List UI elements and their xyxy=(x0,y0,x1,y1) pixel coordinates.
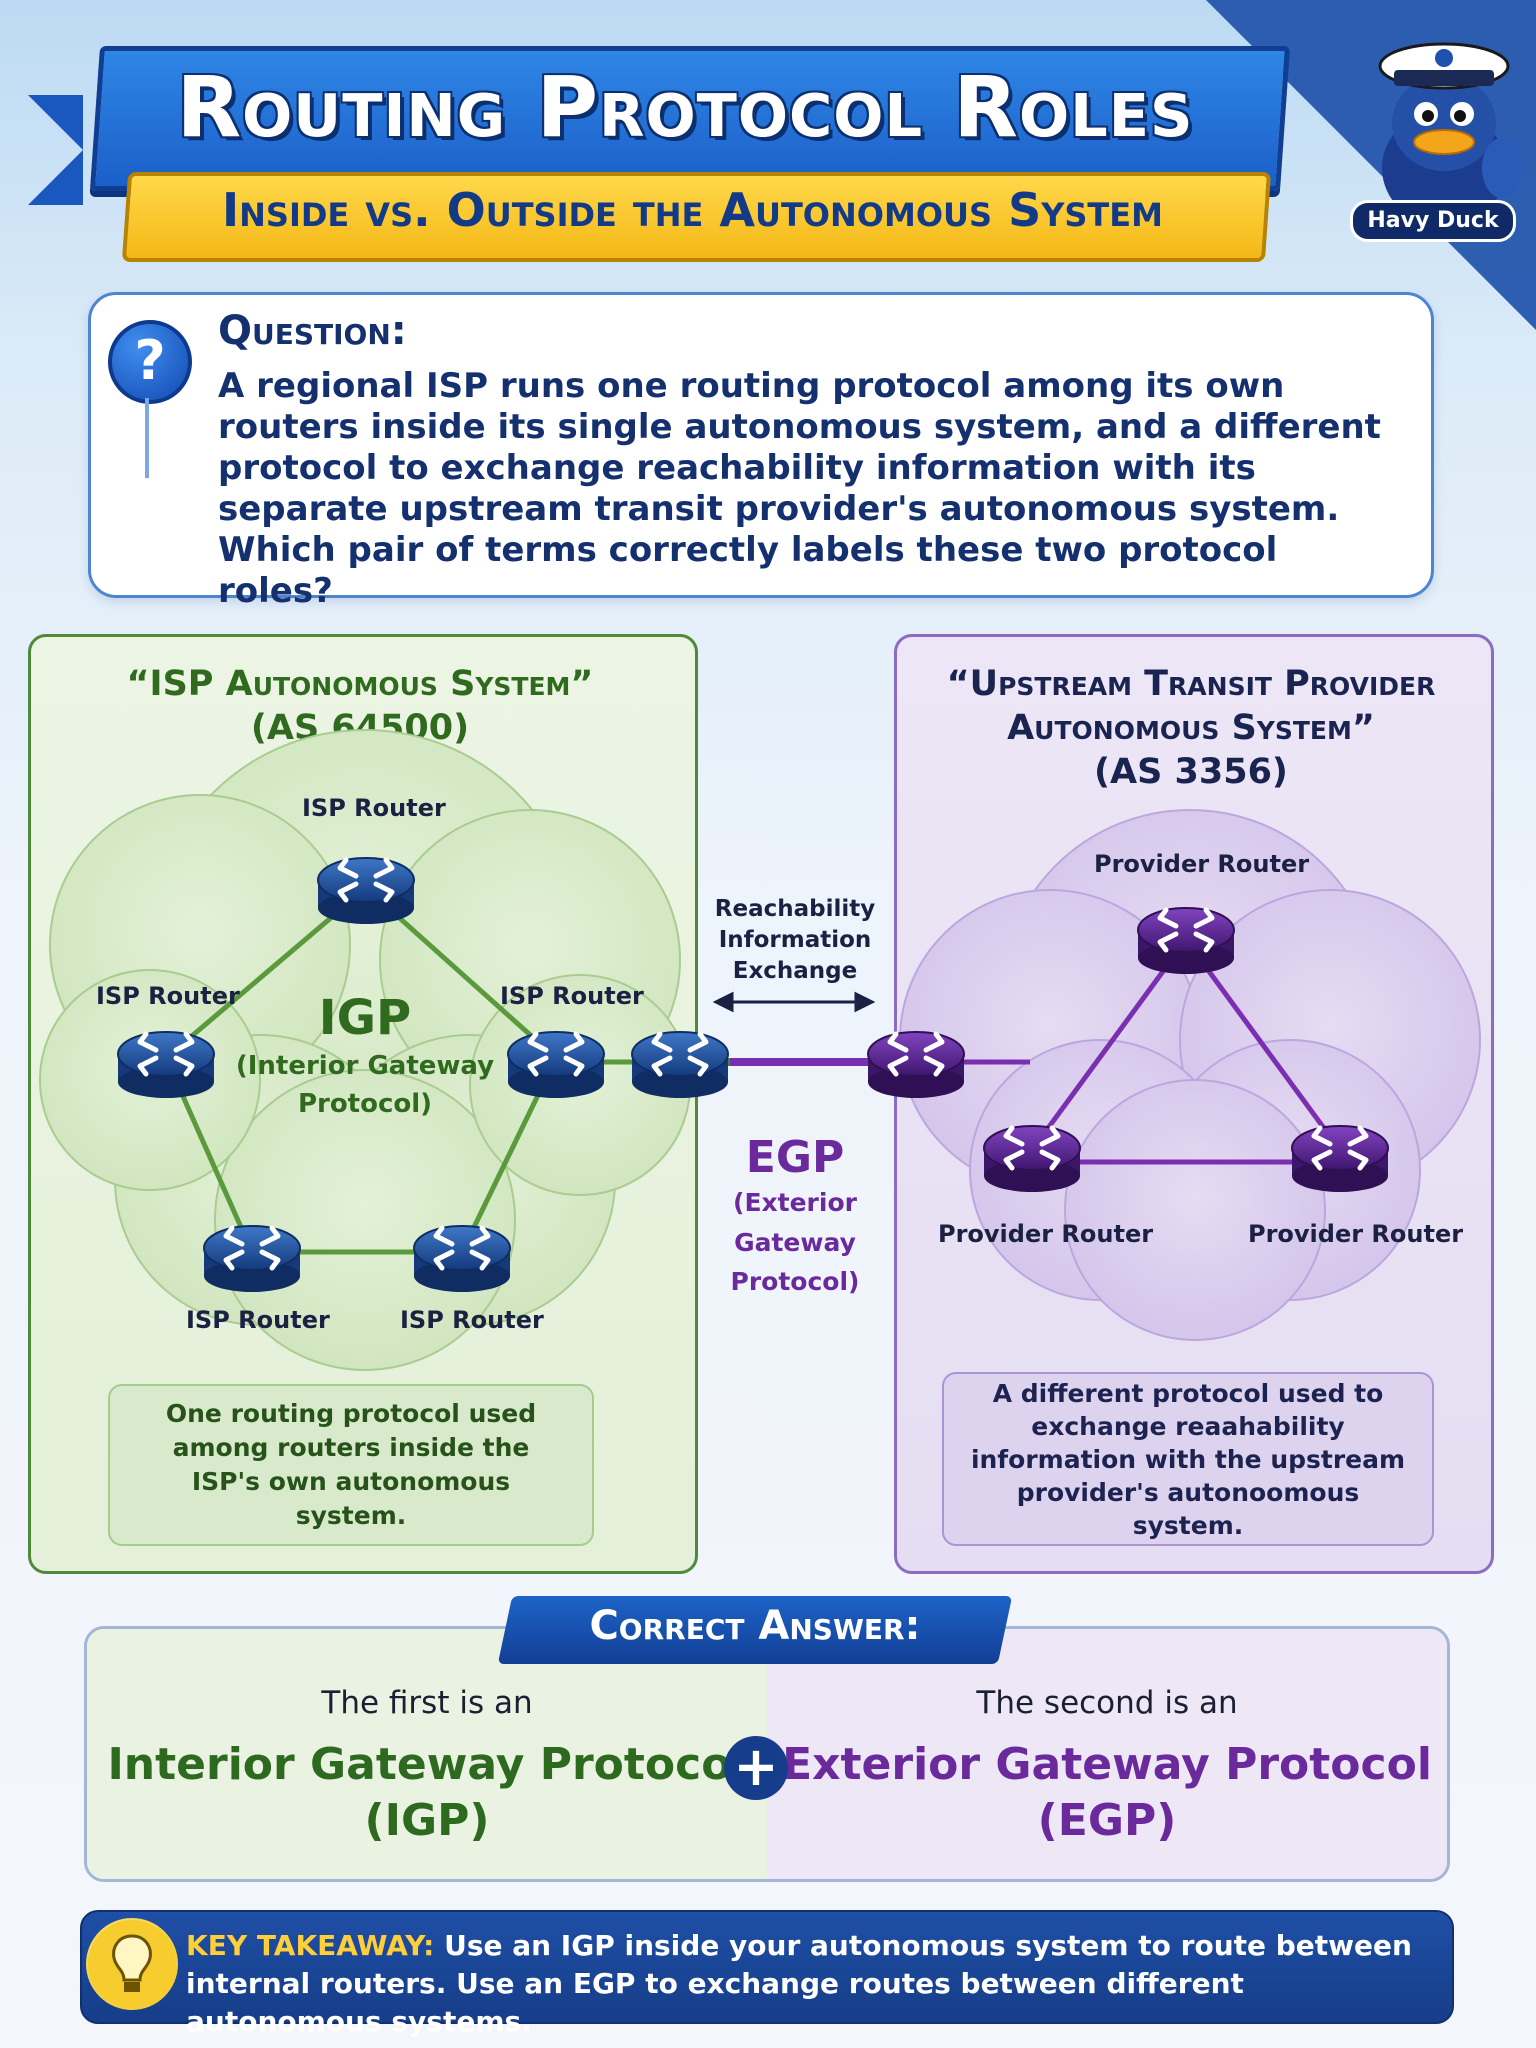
provider-note: A different protocol used to exchange re… xyxy=(942,1372,1434,1546)
reachability-line-3: Exchange xyxy=(732,958,858,984)
page-subtitle: Inside vs. Outside the Autonomous System xyxy=(222,183,1163,237)
duck-mascot-icon xyxy=(1378,42,1522,226)
lightbulb-icon xyxy=(86,1918,178,2010)
isp-note-text: One routing protocol used among routers … xyxy=(165,1399,537,1530)
takeaway-bar xyxy=(80,1910,1454,2024)
isp-router-right xyxy=(508,1032,604,1098)
takeaway-key: KEY TAKEAWAY: xyxy=(186,1929,435,1962)
provider-border-router xyxy=(868,1032,964,1098)
egp-label: EGP (Exterior Gateway Protocol) xyxy=(670,1132,920,1301)
isp-border-router xyxy=(632,1032,728,1098)
provider-router-top xyxy=(1138,908,1234,974)
igp-label: IGP (Interior Gateway Protocol) xyxy=(230,990,500,1122)
answer-left-term-1: Interior Gateway Protocol xyxy=(107,1739,747,1790)
isp-router-top-label: ISP Router xyxy=(302,794,446,822)
provider-panel-title: “Upstream Transit Provider Autonomous Sy… xyxy=(894,662,1488,794)
question-icon-stem xyxy=(145,398,149,478)
igp-full-1: (Interior Gateway xyxy=(235,1051,495,1081)
answer-right-half xyxy=(767,1629,1447,1879)
takeaway-text: KEY TAKEAWAY: Use an IGP inside your aut… xyxy=(186,1927,1426,2041)
answer-left: The first is an Interior Gateway Protoco… xyxy=(87,1685,767,1849)
provider-cloud xyxy=(899,809,1481,1341)
plus-icon: + xyxy=(724,1736,788,1800)
egp-full-2: Protocol) xyxy=(730,1267,860,1296)
provider-as-title-2: Autonomous System” xyxy=(1007,708,1375,748)
answer-card: The first is an Interior Gateway Protoco… xyxy=(84,1626,1450,1882)
answer-right-intro: The second is an xyxy=(976,1685,1238,1721)
isp-router-top xyxy=(318,858,414,924)
igp-full-2: Protocol) xyxy=(297,1089,433,1119)
provider-router-left-label: Provider Router xyxy=(938,1220,1154,1248)
provider-links xyxy=(916,938,1343,1165)
answer-right-term-2: (EGP) xyxy=(1037,1795,1177,1846)
reachability-line-2: Information xyxy=(718,927,872,953)
provider-router-right xyxy=(1292,1126,1388,1192)
reachability-label: Reachability Information Exchange xyxy=(700,894,890,987)
takeaway-body: Use an IGP inside your autonomous system… xyxy=(186,1929,1412,2038)
answer-left-term-2: (IGP) xyxy=(364,1795,490,1846)
isp-router-bottom-left xyxy=(204,1226,300,1292)
egp-abbr: EGP xyxy=(745,1132,845,1183)
question-mark-icon: ? xyxy=(108,320,192,404)
isp-router-bottom-right-label: ISP Router xyxy=(400,1306,544,1334)
egp-full-1: (Exterior Gateway xyxy=(733,1188,857,1257)
provider-note-text: A different protocol used to exchange re… xyxy=(970,1378,1406,1540)
double-arrow-icon xyxy=(712,991,876,1013)
answer-left-half xyxy=(87,1629,767,1879)
answer-right: The second is an Exterior Gateway Protoc… xyxy=(767,1685,1447,1849)
reachability-line-1: Reachability xyxy=(714,896,876,922)
answer-left-intro: The first is an xyxy=(321,1685,533,1721)
answer-right-term-1: Exterior Gateway Protocol xyxy=(782,1739,1432,1790)
provider-router-right-label: Provider Router xyxy=(1248,1220,1464,1248)
question-text: A regional ISP runs one routing protocol… xyxy=(218,366,1381,611)
question-card xyxy=(88,292,1434,598)
answer-tag-label: Correct Answer: xyxy=(589,1603,921,1649)
isp-note: One routing protocol used among routers … xyxy=(108,1384,594,1546)
ribbon-tail xyxy=(28,95,83,205)
question-heading: Question: xyxy=(218,308,407,354)
page-title: Routing Protocol Roles xyxy=(176,58,1194,156)
provider-router-top-label: Provider Router xyxy=(1094,850,1310,878)
isp-as-title: “ISP Autonomous System” xyxy=(126,664,594,704)
isp-router-left-label: ISP Router xyxy=(96,982,240,1010)
provider-router-left xyxy=(984,1126,1080,1192)
isp-router-left xyxy=(118,1032,214,1098)
isp-router-bottom-left-label: ISP Router xyxy=(186,1306,330,1334)
isp-router-right-label: ISP Router xyxy=(500,982,644,1010)
igp-abbr: IGP xyxy=(318,990,412,1046)
provider-as-number: (AS 3356) xyxy=(1094,752,1288,792)
isp-router-bottom-right xyxy=(414,1226,510,1292)
mascot-badge: Havy Duck xyxy=(1350,200,1516,242)
provider-as-title-1: “Upstream Transit Provider xyxy=(946,664,1436,704)
